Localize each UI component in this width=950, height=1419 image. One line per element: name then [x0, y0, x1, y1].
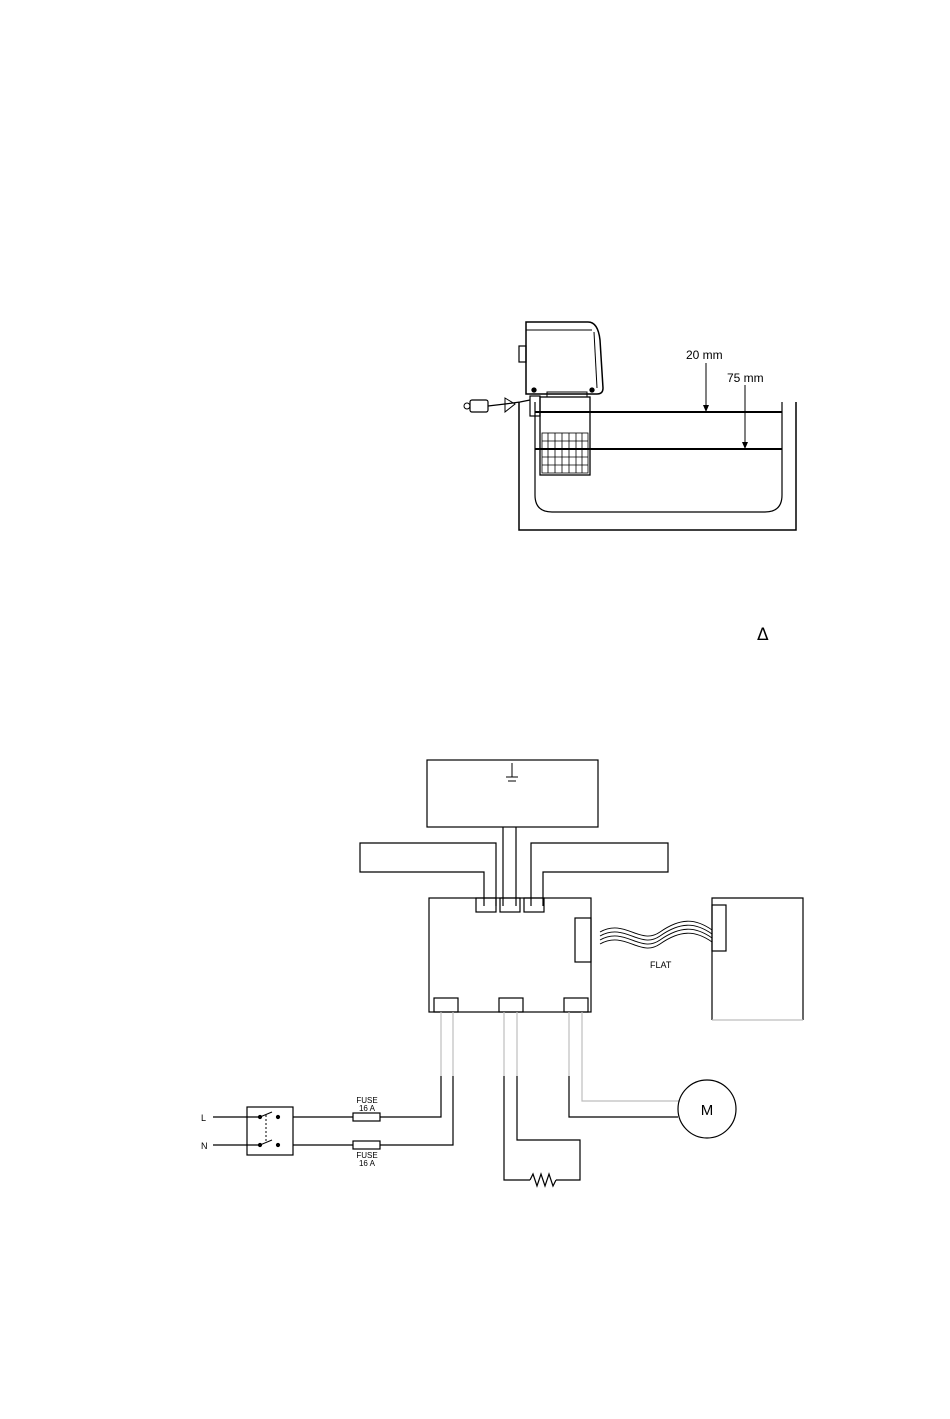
heater-wire-b [517, 1076, 580, 1180]
arrow-20mm-head [703, 405, 709, 412]
left-probe-inner [380, 872, 484, 906]
main-switch [247, 1107, 293, 1155]
fuse-top [353, 1113, 380, 1121]
fuse-bottom [353, 1141, 380, 1149]
power-wire-line [380, 1076, 441, 1117]
wiring-diagram [213, 760, 803, 1186]
display-connector-icon [506, 763, 518, 781]
head-screw-right [590, 388, 594, 392]
label-line: L [201, 1113, 206, 1123]
power-wire-neutral [380, 1076, 453, 1145]
flat-cable-label: FLAT [650, 960, 672, 970]
motor-wire-a [569, 1076, 678, 1117]
connector-heater [499, 998, 523, 1012]
main-control-board [429, 898, 591, 1012]
right-probe-board [531, 843, 668, 906]
delta-symbol: Δ [757, 625, 769, 645]
external-module-connector [712, 905, 726, 951]
connector-power [434, 998, 458, 1012]
left-probe-board [360, 843, 496, 906]
circulator-head [526, 322, 603, 394]
connector-top-3 [524, 898, 544, 912]
bath-tank-outer [519, 402, 796, 530]
power-plug-pin [464, 403, 470, 409]
switch-contacts-icon [258, 1112, 279, 1147]
head-side-line [594, 332, 597, 388]
right-probe-inner [543, 872, 652, 906]
arrow-75mm-head [742, 442, 748, 449]
label-75mm: 75 mm [727, 371, 764, 385]
motor-label: M [701, 1102, 714, 1119]
immersion-circulator-figure [464, 322, 796, 530]
heater-grid [542, 433, 588, 473]
flat-connector-board [575, 918, 591, 962]
connector-top-1 [476, 898, 496, 912]
fuse-top-label-2: 16 A [359, 1104, 376, 1113]
connector-motor [564, 998, 588, 1012]
head-side-knob [519, 346, 526, 362]
label-neutral: N [201, 1141, 208, 1151]
power-cord-strain [505, 398, 515, 412]
power-plug-icon [470, 400, 488, 412]
head-screw-left [532, 388, 536, 392]
motor-wire-b [582, 1076, 680, 1101]
label-20mm: 20 mm [686, 348, 723, 362]
flat-ribbon-cable [600, 921, 712, 948]
fuse-bottom-label-2: 16 A [359, 1159, 376, 1168]
heater-pump-body [540, 397, 590, 475]
heater-resistor-icon [530, 1174, 556, 1186]
